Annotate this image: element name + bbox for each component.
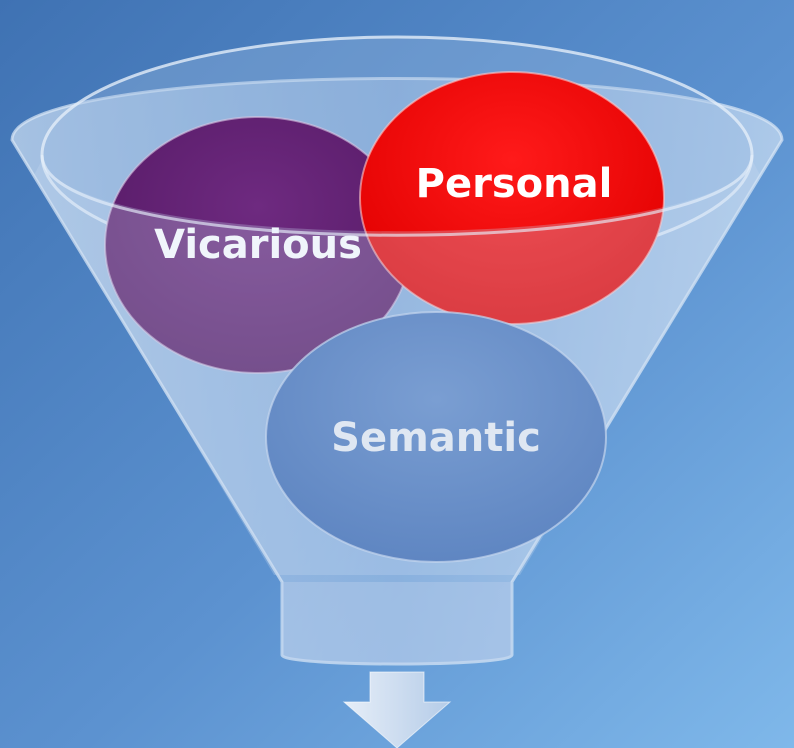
bubble-vicarious: Vicarious <box>104 116 412 374</box>
bubble-personal-label: Personal <box>416 161 613 207</box>
bubble-semantic: Semantic <box>265 311 607 563</box>
down-arrow-icon <box>342 671 452 748</box>
bubble-semantic-label: Semantic <box>331 415 541 461</box>
funnel-rim-edge <box>40 154 754 237</box>
bubble-personal-shape <box>359 71 665 325</box>
bubble-semantic-shape <box>265 311 607 563</box>
funnel-stem <box>282 582 512 664</box>
bubble-personal: Personal <box>359 71 665 325</box>
